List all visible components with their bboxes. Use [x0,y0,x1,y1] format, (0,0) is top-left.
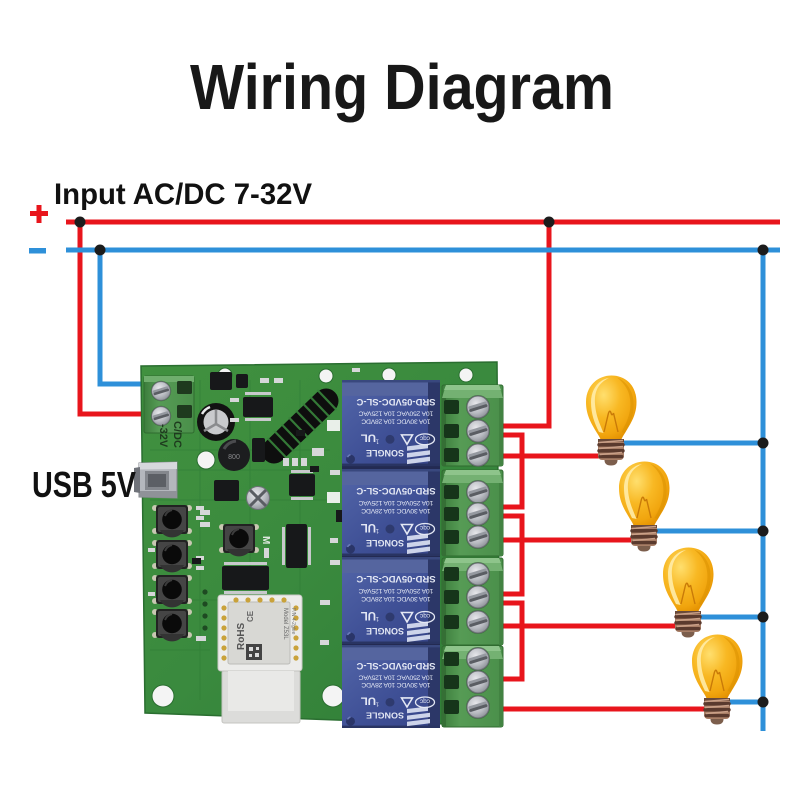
svg-text:P/N 4-2glee: P/N 4-2glee [290,608,296,635]
svg-text:C/DC: C/DC [171,421,183,448]
svg-text:RoHS: RoHS [236,622,247,650]
svg-text:-32V: -32V [157,424,169,448]
svg-text:800: 800 [228,454,240,461]
svg-text:M: M [260,536,271,544]
svg-text:Model Z53L: Model Z53L [282,608,288,640]
svg-text:CE: CE [246,610,255,622]
svg-text:Input AC/DC 7-32V: Input AC/DC 7-32V [54,178,312,211]
svg-text:USB 5V: USB 5V [32,464,136,505]
svg-text:Wiring Diagram: Wiring Diagram [190,51,614,123]
